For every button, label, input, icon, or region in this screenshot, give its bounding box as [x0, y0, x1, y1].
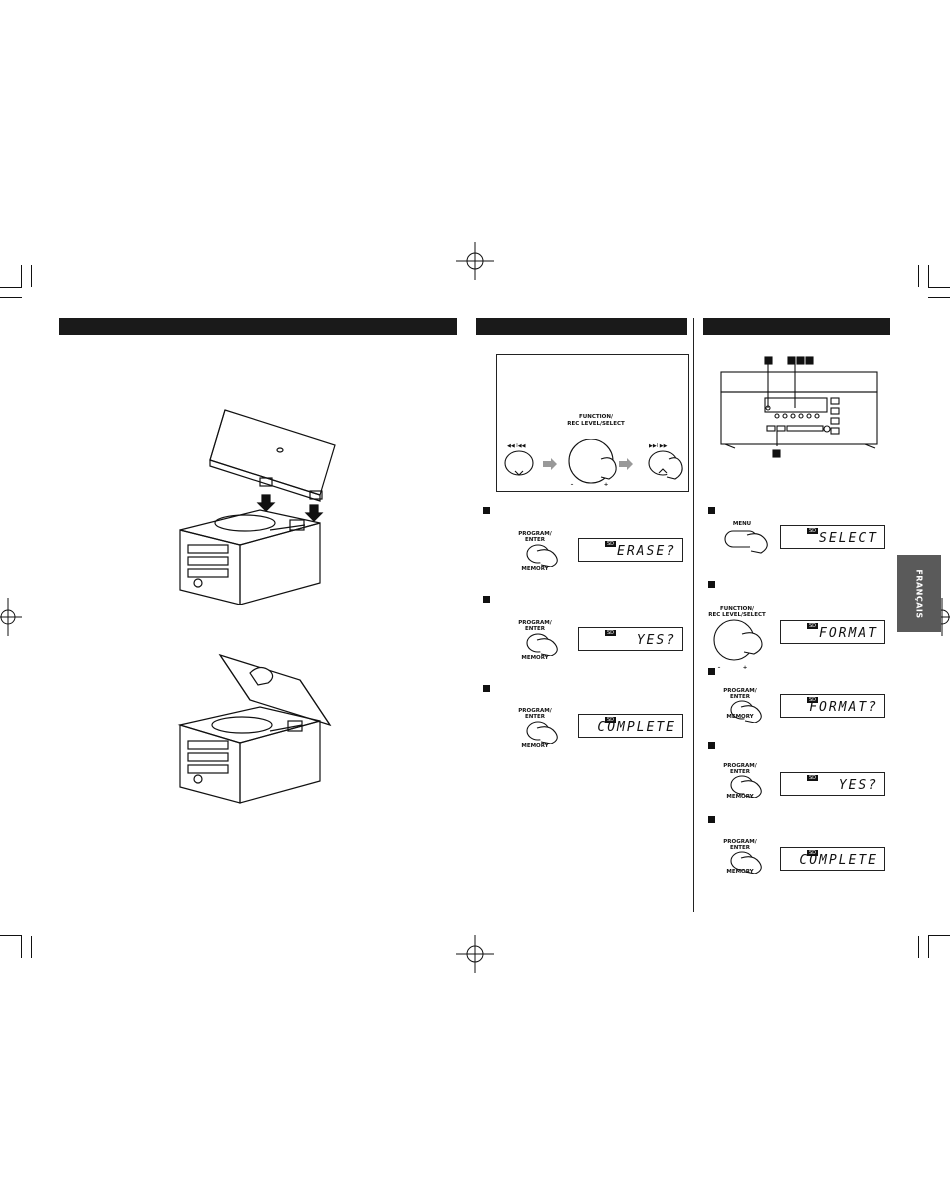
svg-text:◀◀ I◀◀: ◀◀ I◀◀ [507, 443, 526, 449]
registration-target-left [0, 598, 22, 636]
button-label-mid: ENTER [729, 769, 751, 775]
button-label-top: PROGRAM/ [518, 620, 552, 626]
language-tab: FRANÇAIS [897, 555, 941, 632]
select-instruction-box: FUNCTION/ REC LEVEL/SELECT ◀◀ I◀◀ ▶▶I ▶▶… [496, 354, 689, 492]
step-bullet [483, 507, 490, 514]
left-section-header-bar [59, 318, 457, 335]
lcd-text: SELECT [819, 531, 878, 546]
lcd-text: COMPLETE [799, 853, 878, 868]
format-section-header-bar [703, 318, 890, 335]
button-label-top: PROGRAM/ [518, 708, 552, 714]
lcd-display: SD FORMAT? [780, 694, 885, 718]
button-label-bottom: MEMORY [726, 714, 754, 720]
button-label-bottom: MEMORY [726, 869, 754, 875]
turntable-lid-removal-illustration [179, 409, 336, 605]
sd-badge: SD [807, 528, 818, 534]
knob-minus: – [570, 482, 574, 488]
function-knob[interactable] [710, 618, 770, 666]
step-bullet [708, 507, 715, 514]
step-bullet [708, 668, 715, 675]
step-bullet [708, 581, 715, 588]
knob-plus: + [603, 482, 609, 488]
lcd-display: SD YES? [578, 627, 683, 651]
knob-label-2: REC LEVEL/SELECT [567, 421, 625, 427]
knob-label-1: FUNCTION/ [720, 606, 754, 612]
lcd-display: SD COMPLETE [578, 714, 683, 738]
lcd-text: YES? [636, 633, 676, 648]
button-label-bottom: MEMORY [521, 743, 549, 749]
button-label-top: PROGRAM/ [723, 688, 757, 694]
button-label-bottom: MEMORY [521, 655, 549, 661]
registration-target-bottom [456, 935, 494, 973]
program-enter-button[interactable] [525, 632, 569, 656]
button-label-mid: ENTER [524, 626, 546, 632]
knob-label-1: FUNCTION/ [579, 414, 613, 420]
lcd-text: YES? [838, 778, 878, 793]
button-label-top: PROGRAM/ [723, 839, 757, 845]
sd-badge: SD [807, 850, 818, 856]
button-label-mid: ENTER [729, 845, 751, 851]
lcd-display: SD SELECT [780, 525, 885, 549]
lcd-text: ERASE? [617, 544, 676, 559]
svg-text:▶▶I ▶▶: ▶▶I ▶▶ [649, 443, 668, 449]
knob-sequence-illustration: ◀◀ I◀◀ ▶▶I ▶▶ [504, 439, 683, 484]
program-enter-button[interactable] [525, 720, 569, 744]
knob-minus: – [717, 665, 721, 671]
step-bullet [483, 685, 490, 692]
button-label-bottom: MEMORY [521, 566, 549, 572]
knob-plus: + [742, 665, 748, 671]
lcd-text: COMPLETE [597, 720, 676, 735]
button-label-mid: ENTER [524, 714, 546, 720]
step-bullet [483, 596, 490, 603]
button-label-mid: ENTER [729, 694, 751, 700]
button-label-bottom: MEMORY [726, 794, 754, 800]
unit-front-panel-illustration [720, 356, 878, 458]
lcd-display: SD FORMAT [780, 620, 885, 644]
lcd-display: SD ERASE? [578, 538, 683, 562]
sd-badge: SD [605, 541, 616, 547]
lcd-text: FORMAT [819, 626, 878, 641]
menu-button[interactable] [723, 527, 773, 555]
button-label-top: PROGRAM/ [723, 763, 757, 769]
program-enter-button[interactable] [729, 699, 773, 723]
sd-badge: SD [807, 697, 818, 703]
step-bullet [708, 742, 715, 749]
sd-badge: SD [605, 717, 616, 723]
turntable-lid-open-illustration [177, 653, 332, 804]
knob-label-2: REC LEVEL/SELECT [708, 612, 766, 618]
lcd-display: SD YES? [780, 772, 885, 796]
sd-badge: SD [807, 623, 818, 629]
language-tab-label: FRANÇAIS [914, 568, 924, 619]
menu-button-label: MENU [732, 521, 752, 527]
lcd-display: SD COMPLETE [780, 847, 885, 871]
sd-badge: SD [807, 775, 818, 781]
button-label-top: PROGRAM/ [518, 531, 552, 537]
registration-target-top [456, 242, 494, 280]
column-divider [693, 318, 694, 912]
program-enter-button[interactable] [525, 543, 569, 567]
step-bullet [708, 816, 715, 823]
program-enter-button[interactable] [729, 774, 773, 798]
erase-section-header-bar [476, 318, 687, 335]
button-label-mid: ENTER [524, 537, 546, 543]
sd-badge: SD [605, 630, 616, 636]
program-enter-button[interactable] [729, 850, 773, 874]
lcd-text: FORMAT? [809, 700, 878, 715]
